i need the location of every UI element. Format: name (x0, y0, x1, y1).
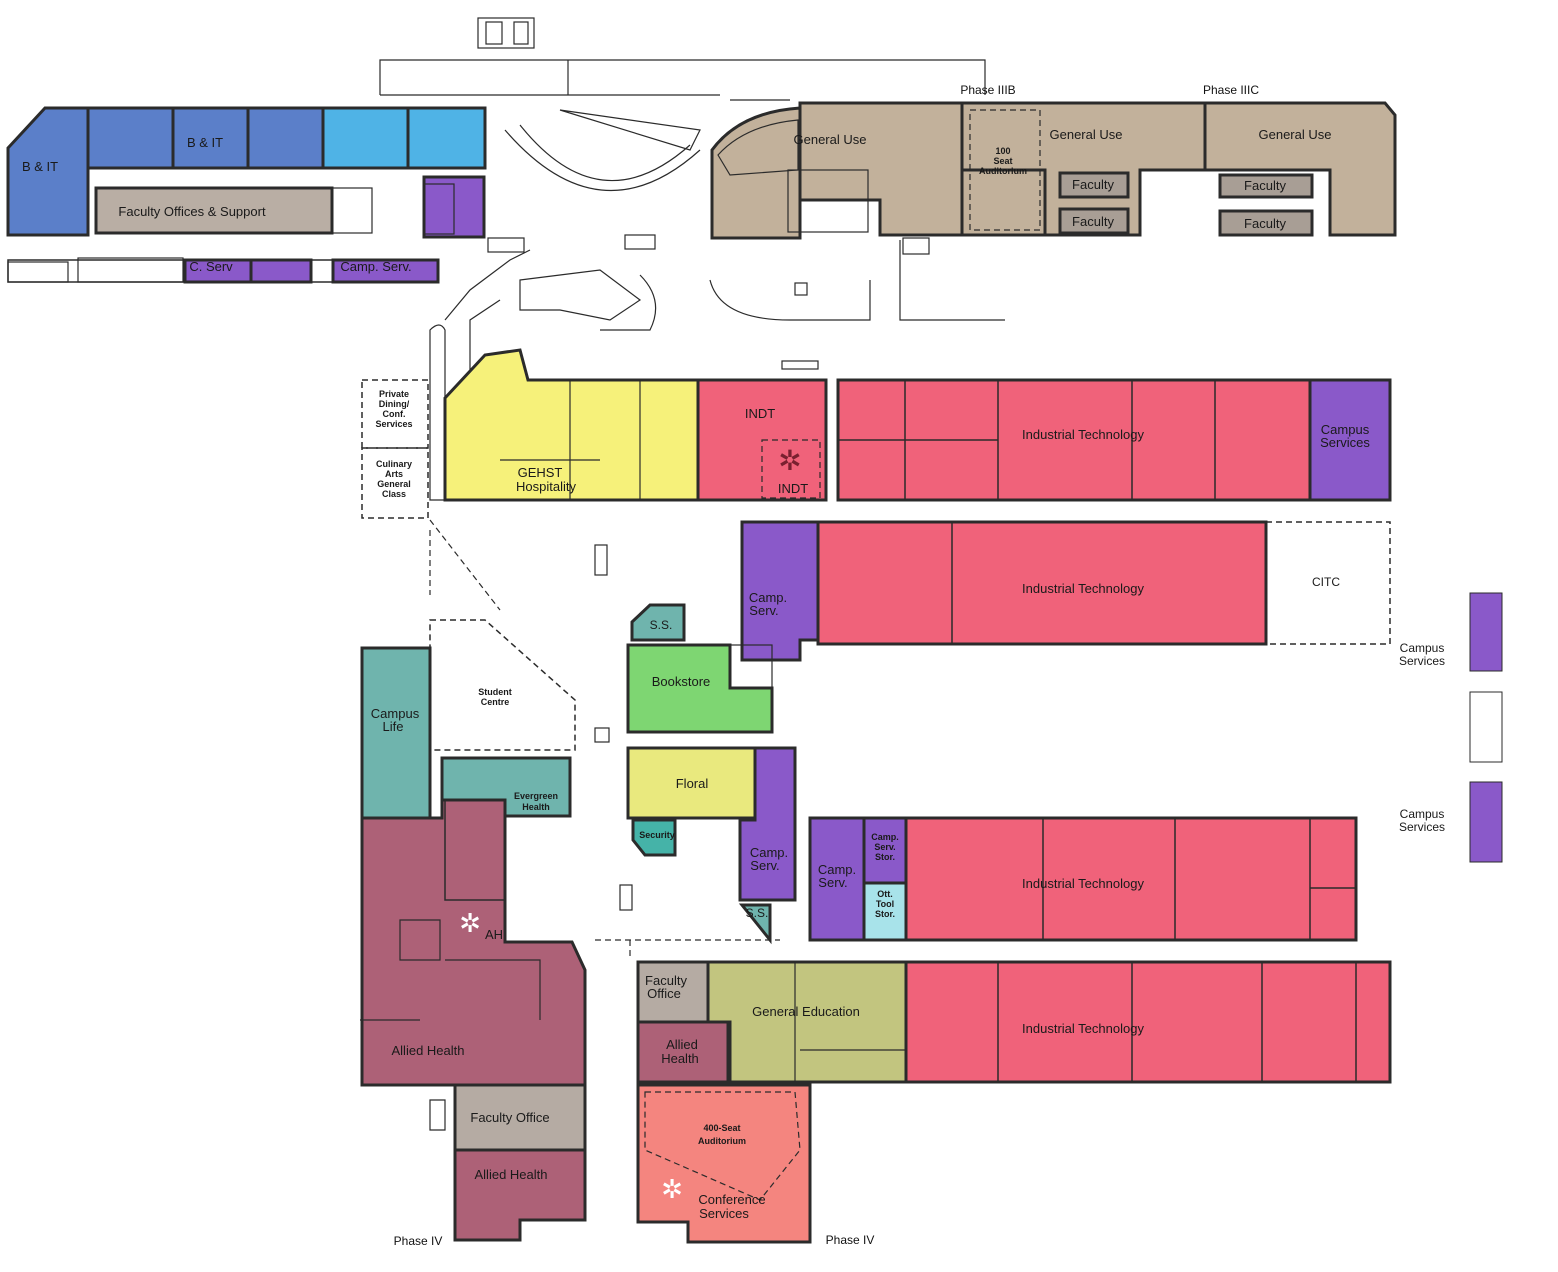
label-private-dining-2: Dining/ (379, 399, 410, 409)
label-camp-serv-low-1: Camp. (750, 845, 788, 860)
legend-swatch-2 (1469, 691, 1503, 763)
label-camp-serv-low2-2: Serv. (818, 875, 847, 890)
label-faculty-offices-support: Faculty Offices & Support (118, 204, 266, 219)
legend-swatch-1 (1469, 592, 1503, 672)
label-conference-2: Services (699, 1206, 749, 1221)
label-100-seat-2: Seat (993, 156, 1012, 166)
label-gehst: GEHST (518, 465, 563, 480)
label-general-use-2: General Use (1050, 127, 1123, 142)
label-allied-health-right-1: Allied (666, 1037, 698, 1052)
label-general-use-3: General Use (1259, 127, 1332, 142)
label-industrial-technology-2: Industrial Technology (1022, 581, 1144, 596)
label-culinary-1: Culinary (376, 459, 412, 469)
asterisk-icon-ah: ✲ (459, 909, 481, 939)
label-faculty-1: Faculty (1072, 177, 1114, 192)
label-security: Security (639, 830, 675, 840)
label-campus-life-2: Life (383, 719, 404, 734)
industrial-row-1: ✲ INDT INDT Industrial Technology Campus… (696, 378, 1392, 502)
label-phase-iv-left: Phase IV (394, 1234, 443, 1248)
label-campus-life-1: Campus (371, 706, 420, 721)
label-100-seat-1: 100 (995, 146, 1010, 156)
label-allied-health-main: Allied Health (392, 1043, 465, 1058)
label-evergreen-2: Health (522, 802, 550, 812)
legend-label-3b: Services (1399, 820, 1445, 834)
label-camp-serv-low-2: Serv. (750, 858, 779, 873)
label-bookstore: Bookstore (652, 674, 711, 689)
label-camp-serv-stor-2: Serv. (874, 842, 895, 852)
label-conference-1: Conference (698, 1192, 765, 1207)
label-private-dining-1: Private (379, 389, 409, 399)
label-camp-serv-stor-3: Stor. (875, 852, 895, 862)
label-faculty-office-right-2: Office (647, 986, 681, 1001)
label-ott-tool-2: Tool (876, 899, 894, 909)
label-faculty-office-right-1: Faculty (645, 973, 687, 988)
label-culinary-4: Class (382, 489, 406, 499)
label-faculty-4: Faculty (1244, 216, 1286, 231)
industrial-row-3: Camp. Serv. Camp. Serv. Stor. Ott. Tool … (808, 816, 1358, 942)
label-faculty-office-bottom: Faculty Office (470, 1110, 549, 1125)
label-student-centre-2: Centre (481, 697, 510, 707)
label-b-it-left: B & IT (22, 159, 58, 174)
label-student-centre-1: Student (478, 687, 512, 697)
label-camp-serv-mid-1: Camp. (749, 590, 787, 605)
label-general-education: General Education (752, 1004, 860, 1019)
label-industrial-technology-1: Industrial Technology (1022, 427, 1144, 442)
label-camp-serv-mid-2: Serv. (749, 603, 778, 618)
label-culinary-2: Arts (385, 469, 403, 479)
label-hospitality: Hospitality (516, 479, 576, 494)
label-ott-tool-3: Stor. (875, 909, 895, 919)
label-phase-iiic: Phase IIIC (1203, 83, 1259, 97)
label-citc: CITC (1312, 575, 1340, 589)
legend-label-1b: Services (1399, 654, 1445, 668)
label-b-it-top: B & IT (187, 135, 223, 150)
label-floral: Floral (676, 776, 709, 791)
legend-swatch-3 (1469, 781, 1503, 863)
hospitality-wing: Private Dining/ Conf. Services Culinary … (361, 348, 700, 519)
label-faculty-2: Faculty (1072, 214, 1114, 229)
label-allied-health-bottom: Allied Health (475, 1167, 548, 1182)
label-campus-services-top-2: Services (1320, 435, 1370, 450)
label-industrial-technology-4: Industrial Technology (1022, 1021, 1144, 1036)
label-private-dining-3: Conf. (383, 409, 406, 419)
label-industrial-technology-3: Industrial Technology (1022, 876, 1144, 891)
label-phase-iv-right: Phase IV (826, 1233, 875, 1247)
label-indt-2: INDT (778, 481, 808, 496)
label-ah: AH (485, 927, 503, 942)
label-100-seat-3: Auditorium (979, 166, 1027, 176)
b-it-building: B & IT B & IT Faculty Offices & Support … (6, 106, 487, 284)
label-ss-1: S.S. (650, 618, 673, 632)
label-allied-health-right-2: Health (661, 1051, 699, 1066)
label-indt-1: INDT (745, 406, 775, 421)
label-ott-tool-1: Ott. (877, 889, 893, 899)
center-services: S.S. Bookstore Floral Security Camp. Ser… (360, 603, 797, 945)
legend-label-3a: Campus (1400, 807, 1445, 821)
label-camp-serv-stor-1: Camp. (871, 832, 899, 842)
general-use-building: General Use General Use General Use 100 … (710, 83, 1397, 240)
label-phase-iiib: Phase IIIB (960, 83, 1015, 97)
allied-health-left: ✲ AH Allied Health Faculty Office Allied… (360, 798, 587, 1248)
label-evergreen-1: Evergreen (514, 791, 558, 801)
industrial-row-4: ✲ Faculty Office General Education Allie… (636, 960, 1392, 1247)
label-culinary-3: General (377, 479, 411, 489)
asterisk-icon-indt: ✲ (778, 444, 801, 477)
legend-label-1a: Campus (1400, 641, 1445, 655)
label-400-seat-2: Auditorium (698, 1136, 746, 1146)
label-campus-services-top-1: Campus (1321, 422, 1370, 437)
label-ss-2: S.S. (746, 906, 769, 920)
site-context-lines (379, 17, 1005, 1131)
label-c-serv: C. Serv (189, 259, 233, 274)
asterisk-icon-conference: ✲ (661, 1175, 683, 1205)
label-camp-serv-top: Camp. Serv. (340, 259, 411, 274)
label-400-seat-1: 400-Seat (703, 1123, 740, 1133)
label-private-dining-4: Services (375, 419, 412, 429)
legend: Campus Services Campus Services (1399, 592, 1503, 863)
label-faculty-3: Faculty (1244, 178, 1286, 193)
industrial-row-2: Camp. Serv. Industrial Technology CITC (740, 520, 1391, 662)
label-camp-serv-low2-1: Camp. (818, 862, 856, 877)
label-general-use-1: General Use (794, 132, 867, 147)
